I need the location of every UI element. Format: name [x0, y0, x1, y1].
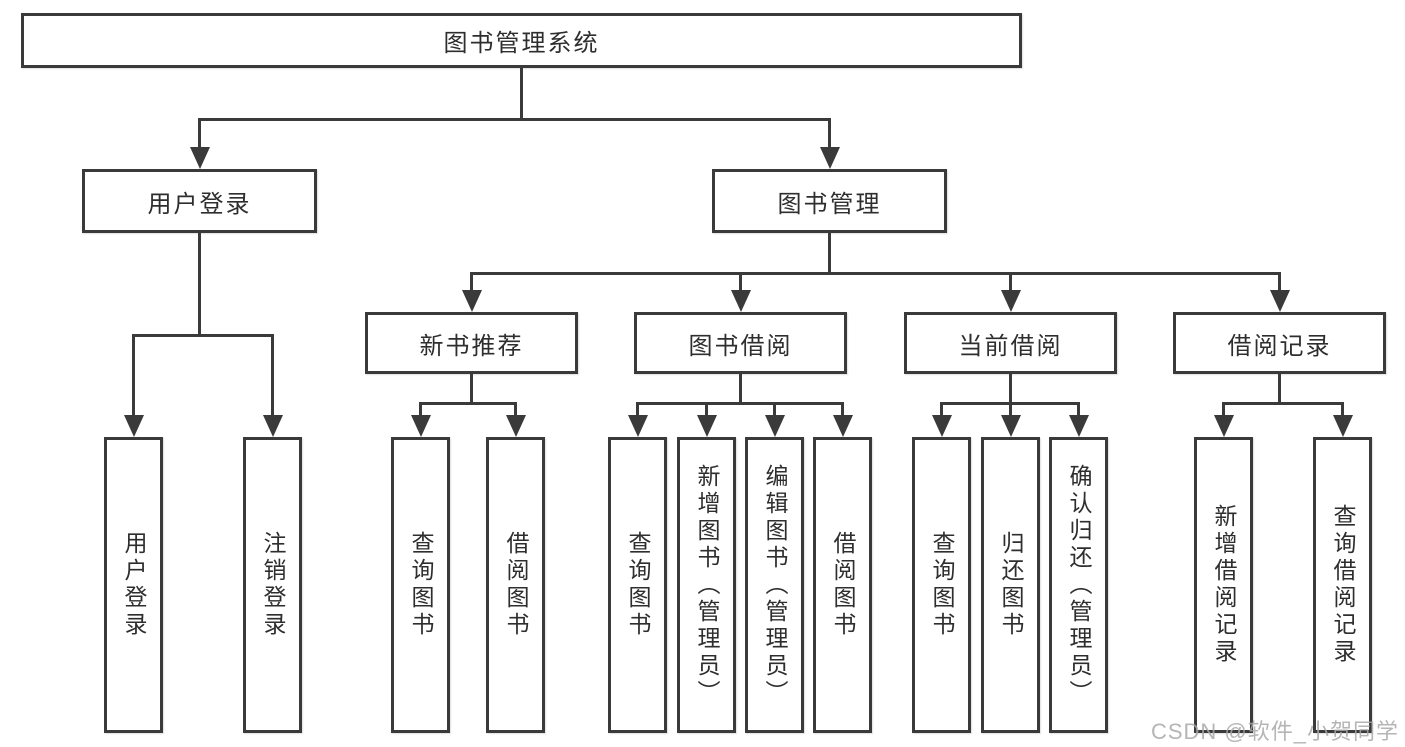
line [1077, 402, 1080, 417]
line [514, 402, 517, 417]
line [1009, 374, 1012, 404]
line [198, 118, 201, 150]
line [828, 118, 831, 150]
node-borrow-records-label: 借阅记录 [1227, 332, 1332, 360]
line [470, 272, 1281, 275]
node-book-borrow: 图书借阅 [634, 312, 847, 374]
node-borrow-records: 借阅记录 [1173, 312, 1386, 374]
leaf-records-add-label: 新增借阅记录 [1211, 504, 1237, 666]
line [198, 118, 831, 121]
line [132, 334, 135, 417]
arrow-down-icon [764, 415, 785, 437]
leaf-logout: 注销登录 [243, 437, 302, 733]
leaf-borrow-borrow-label: 借阅图书 [830, 531, 856, 639]
csdn-watermark: CSDN @软件_小贺同学 [1150, 719, 1399, 744]
line [271, 334, 274, 417]
line [520, 68, 523, 120]
line [1278, 272, 1281, 292]
arrow-down-icon [505, 415, 526, 437]
line [636, 402, 844, 405]
arrow-down-icon [931, 415, 952, 437]
line [940, 402, 943, 417]
arrow-down-icon [262, 415, 283, 437]
leaf-records-query: 查询借阅记录 [1313, 437, 1372, 733]
line [198, 233, 201, 336]
leaf-borrow-add-admin: 新增图书（管理员） [677, 437, 736, 733]
line [1009, 272, 1012, 292]
leaf-current-confirm-admin: 确认归还（管理员） [1049, 437, 1108, 733]
node-user-login: 用户登录 [82, 169, 317, 233]
line [828, 233, 831, 274]
node-root: 图书管理系统 [21, 13, 1022, 68]
arrow-down-icon [189, 147, 210, 169]
leaf-current-query: 查询图书 [912, 437, 971, 733]
arrow-down-icon [1000, 415, 1021, 437]
line [1009, 402, 1012, 417]
line [419, 402, 422, 417]
leaf-logout-label: 注销登录 [260, 531, 286, 639]
leaf-user-login: 用户登录 [104, 437, 163, 733]
leaf-borrow-query-label: 查询图书 [625, 531, 651, 639]
node-user-login-label: 用户登录 [147, 190, 252, 218]
node-current-borrow: 当前借阅 [904, 312, 1117, 374]
line [773, 402, 776, 417]
leaf-borrow-query: 查询图书 [608, 437, 667, 733]
line [1222, 402, 1344, 405]
line [470, 272, 473, 292]
leaf-newbooks-query-label: 查询图书 [408, 531, 434, 639]
arrow-down-icon [1213, 415, 1234, 437]
node-root-label: 图书管理系统 [443, 30, 600, 57]
line [419, 402, 517, 405]
line [132, 334, 274, 337]
arrow-down-icon [461, 290, 482, 312]
leaf-borrow-edit-admin-label: 编辑图书（管理员） [762, 463, 788, 707]
leaf-current-query-label: 查询图书 [929, 531, 955, 639]
arrow-down-icon [123, 415, 144, 437]
arrow-down-icon [832, 415, 853, 437]
node-book-mgmt-label: 图书管理 [777, 190, 882, 218]
leaf-records-query-label: 查询借阅记录 [1330, 504, 1356, 666]
leaf-current-return: 归还图书 [981, 437, 1040, 733]
node-new-books-label: 新书推荐 [419, 332, 524, 360]
arrow-down-icon [696, 415, 717, 437]
arrow-down-icon [1332, 415, 1353, 437]
leaf-borrow-edit-admin: 编辑图书（管理员） [745, 437, 804, 733]
line [1222, 402, 1225, 417]
leaf-newbooks-borrow-label: 借阅图书 [503, 531, 529, 639]
leaf-borrow-add-admin-label: 新增图书（管理员） [694, 463, 720, 707]
line [739, 374, 742, 404]
leaf-current-confirm-admin-label: 确认归还（管理员） [1066, 463, 1092, 707]
arrow-down-icon [627, 415, 648, 437]
leaf-user-login-label: 用户登录 [121, 531, 147, 639]
leaf-records-add: 新增借阅记录 [1194, 437, 1253, 733]
arrow-down-icon [819, 147, 840, 169]
leaf-borrow-borrow: 借阅图书 [813, 437, 872, 733]
arrow-down-icon [1269, 290, 1290, 312]
arrow-down-icon [1000, 290, 1021, 312]
line [636, 402, 639, 417]
leaf-newbooks-borrow: 借阅图书 [486, 437, 545, 733]
line [1278, 374, 1281, 404]
line [841, 402, 844, 417]
line [739, 272, 742, 292]
line [705, 402, 708, 417]
line [470, 374, 473, 404]
node-book-mgmt: 图书管理 [712, 169, 947, 233]
arrow-down-icon [730, 290, 751, 312]
leaf-current-return-label: 归还图书 [998, 531, 1024, 639]
arrow-down-icon [1068, 415, 1089, 437]
line [1341, 402, 1344, 417]
node-new-books: 新书推荐 [365, 312, 578, 374]
leaf-newbooks-query: 查询图书 [391, 437, 450, 733]
node-book-borrow-label: 图书借阅 [688, 332, 793, 360]
arrow-down-icon [410, 415, 431, 437]
node-current-borrow-label: 当前借阅 [958, 332, 1063, 360]
